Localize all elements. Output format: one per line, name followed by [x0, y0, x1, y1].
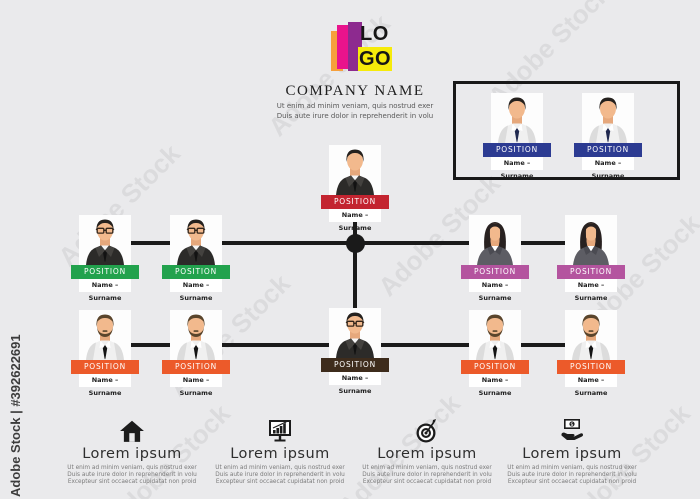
name-label: Name – Surname [565, 279, 617, 302]
feature-block-1: Lorem ipsum Ut enim ad minim veniam, qui… [62, 418, 202, 487]
feature-text-line: Duis aute irure dolor in reprehenderit i… [507, 472, 637, 479]
name-label: Name – Surname [469, 374, 521, 397]
feature-text-line: Excepteur sint occaecat cupidatat non pr… [215, 479, 345, 486]
female-avatar [469, 215, 521, 265]
feature-title: Lorem ipsum [377, 446, 477, 462]
feature-text-line: Ut enim ad minim veniam, quis nostrud ex… [67, 465, 197, 471]
org-card-box-2: POSITION Name – Surname [574, 93, 642, 180]
home-icon [119, 418, 145, 444]
stock-id-watermark: Adobe Stock | #392622691 [8, 334, 23, 497]
org-card-row3-center: POSITION Name – Surname [321, 308, 389, 395]
feature-text-line: Ut enim ad minim veniam, quis nostrud ex… [215, 465, 345, 471]
feature-text-line: Duis aute irure dolor in reprehenderit i… [362, 472, 492, 479]
name-label: Name – Surname [329, 209, 381, 232]
org-card-row3-4: POSITION Name – Surname [461, 310, 529, 397]
target-dart-icon [414, 418, 440, 444]
connector-node [346, 234, 365, 253]
tagline-line-1: Ut enim ad minim veniam, quis nostrud ex… [276, 102, 434, 110]
male-avatar [329, 145, 381, 195]
company-tagline: Ut enim ad minim veniam, quis nostrud ex… [205, 102, 505, 121]
position-banner: POSITION [574, 143, 642, 157]
logo-text-bottom: GO [358, 47, 392, 71]
position-banner: POSITION [71, 265, 139, 279]
male-avatar [79, 215, 131, 265]
name-label: Name – Surname [170, 374, 222, 397]
position-banner: POSITION [162, 265, 230, 279]
logo-text-top: LO [360, 23, 389, 45]
money-in-hand-icon: $ [559, 418, 585, 444]
name-label: Name – Surname [79, 374, 131, 397]
org-card-box-1: POSITION Name – Surname [483, 93, 551, 180]
name-label: Name – Surname [329, 372, 381, 395]
org-card-ceo: POSITION Name – Surname [321, 145, 389, 232]
name-label: Name – Surname [469, 279, 521, 302]
org-card-row2-4: POSITION Name – Surname [557, 215, 625, 302]
feature-text-line: Excepteur sint occaecat cupidatat non pr… [362, 479, 492, 486]
male-avatar [170, 310, 222, 360]
feature-block-4: $ Lorem ipsum Ut enim ad minim veniam, q… [502, 418, 642, 487]
svg-text:$: $ [570, 422, 573, 428]
growth-chart-monitor-icon [267, 418, 293, 444]
org-card-row2-2: POSITION Name – Surname [162, 215, 230, 302]
feature-title: Lorem ipsum [82, 446, 182, 462]
position-banner: POSITION [483, 143, 551, 157]
name-label: Name – Surname [582, 157, 634, 180]
position-banner: POSITION [162, 360, 230, 374]
feature-text-line: Ut enim ad minim veniam, quis nostrud ex… [507, 465, 637, 471]
connector-line-vertical [353, 220, 357, 346]
feature-text-line: Ut enim ad minim veniam, quis nostrud ex… [362, 465, 492, 471]
position-banner: POSITION [461, 265, 529, 279]
position-banner: POSITION [321, 358, 389, 372]
position-banner: POSITION [461, 360, 529, 374]
feature-title: Lorem ipsum [522, 446, 622, 462]
position-banner: POSITION [557, 265, 625, 279]
female-avatar [565, 215, 617, 265]
feature-title: Lorem ipsum [230, 446, 330, 462]
male-avatar [582, 93, 634, 143]
position-banner: POSITION [321, 195, 389, 209]
tagline-line-2: Duis aute irure dolor in reprehenderit i… [276, 111, 434, 120]
feature-block-2: Lorem ipsum Ut enim ad minim veniam, qui… [210, 418, 350, 487]
name-label: Name – Surname [491, 157, 543, 180]
org-card-row2-1: POSITION Name – Surname [71, 215, 139, 302]
feature-text-line: Duis aute irure dolor in reprehenderit i… [215, 472, 345, 479]
male-avatar [79, 310, 131, 360]
feature-text-line: Excepteur sint occaecat cupidatat non pr… [67, 479, 197, 486]
male-avatar [469, 310, 521, 360]
male-avatar [170, 215, 222, 265]
male-avatar [329, 308, 381, 358]
org-card-row3-1: POSITION Name – Surname [71, 310, 139, 397]
male-avatar [491, 93, 543, 143]
position-banner: POSITION [71, 360, 139, 374]
org-card-row3-5: POSITION Name – Surname [557, 310, 625, 397]
name-label: Name – Surname [170, 279, 222, 302]
position-banner: POSITION [557, 360, 625, 374]
feature-block-3: Lorem ipsum Ut enim ad minim veniam, qui… [357, 418, 497, 487]
company-logo: LO GO [331, 22, 407, 74]
name-label: Name – Surname [565, 374, 617, 397]
org-card-row2-3: POSITION Name – Surname [461, 215, 529, 302]
feature-text-line: Duis aute irure dolor in reprehenderit i… [67, 472, 197, 479]
company-name: COMPANY NAME [285, 83, 425, 99]
name-label: Name – Surname [79, 279, 131, 302]
highlight-group-box: POSITION Name – Surname POSITION Name – … [453, 81, 680, 180]
org-card-row3-2: POSITION Name – Surname [162, 310, 230, 397]
feature-text-line: Excepteur sint occaecat cupidatat non pr… [507, 479, 637, 486]
male-avatar [565, 310, 617, 360]
